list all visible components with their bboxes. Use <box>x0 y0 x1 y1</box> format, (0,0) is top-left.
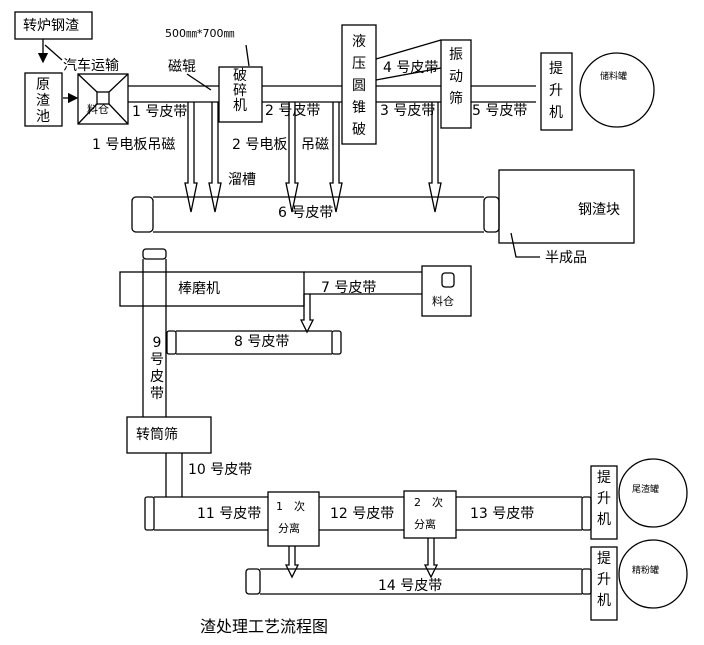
crusher-box <box>218 66 263 123</box>
steel-block-label: 钢渣块 <box>578 202 620 218</box>
hopper2-label: 料仓 <box>432 295 454 308</box>
elevator1-label: 提升机 <box>549 61 563 121</box>
belt-2-label: 2 号皮带 <box>265 103 321 119</box>
belt-7-label: 7 号皮带 <box>321 280 377 296</box>
storage-tank-label: 储料罐 <box>600 72 628 82</box>
tailings-tank <box>618 458 688 528</box>
belt-12-label: 12 号皮带 <box>330 506 395 522</box>
concentrate-tank <box>618 539 688 609</box>
diagram-title: 渣处理工艺流程图 <box>200 617 329 636</box>
source-box <box>14 11 93 40</box>
belt-6-roller-right <box>483 196 500 233</box>
hopper1 <box>77 73 129 125</box>
belt-1-label: 1 号皮带 <box>132 104 188 120</box>
steel-block-box <box>498 169 635 244</box>
elevator3-label: 提升机 <box>597 551 611 609</box>
magnetic-roller-label: 磁辊 <box>168 59 196 75</box>
drop-arrows <box>184 102 442 213</box>
separator1-label-a: 1 次 <box>276 500 305 513</box>
elevator1-box <box>540 52 573 131</box>
rod-mill-label: 棒磨机 <box>178 281 220 297</box>
belt-14-label: 14 号皮带 <box>378 578 443 594</box>
belt-6-roller-left <box>131 196 154 233</box>
separator1-box <box>267 491 320 547</box>
hopper2-box <box>421 265 472 317</box>
transport-label: 汽车运输 <box>63 58 119 74</box>
belt-13-label: 13 号皮带 <box>470 506 535 522</box>
plate-magnet1-label: 1 号电板吊磁 <box>92 137 176 153</box>
crusher-label: 破碎机 <box>233 68 247 114</box>
drum-screen-box <box>126 416 212 454</box>
belt-8-label: 8 号皮带 <box>234 334 290 350</box>
separator2-label-a: 2 次 <box>414 496 443 509</box>
storage-tank <box>579 52 655 128</box>
source-label: 转炉钢渣 <box>23 18 79 34</box>
raw-pool-label: 原渣池 <box>36 77 50 125</box>
elevator3-box <box>590 546 618 621</box>
magnet-suffix-label: 吊磁 <box>301 137 329 153</box>
raw-pool-box <box>24 72 63 127</box>
dimension-label: 500㎜*700㎜ <box>165 27 235 40</box>
transport-leader <box>44 44 63 61</box>
cone-crusher-box <box>341 24 377 145</box>
dimension-leader <box>245 44 250 67</box>
rod-mill-box <box>119 271 305 307</box>
chute-label: 溜槽 <box>228 172 256 188</box>
drum-screen-label: 转筒筛 <box>136 427 178 443</box>
cone-crusher-label: 液压圆锥破 <box>352 34 366 138</box>
vibrating-screen-label: 振动筛 <box>449 47 463 107</box>
belt-6-label: 6 号皮带 <box>278 205 334 221</box>
separator2-label-b: 分离 <box>414 518 436 531</box>
separator1-label-b: 分离 <box>278 522 300 535</box>
semi-product-leader <box>510 232 540 258</box>
semi-product-label: 半成品 <box>545 250 587 266</box>
concentrate-tank-label: 精粉罐 <box>632 566 660 576</box>
separator2-box <box>403 490 457 539</box>
belt-9-label: 9号皮带 <box>150 335 164 402</box>
plate-magnet2-label: 2 号电板 <box>232 137 288 153</box>
hopper1-label: 料仓 <box>87 103 109 116</box>
belt-4-label: 4 号皮带 <box>383 60 439 76</box>
magnetic-roller-leader <box>186 73 212 91</box>
tailings-tank-label: 尾渣罐 <box>632 485 660 495</box>
belt-11-label: 11 号皮带 <box>197 506 262 522</box>
vibrating-screen-box <box>440 39 472 129</box>
elevator2-box <box>590 465 618 540</box>
belt-3-label: 3 号皮带 <box>380 103 436 119</box>
belt-5-label: 5 号皮带 <box>472 103 528 119</box>
elevator2-label: 提升机 <box>597 470 611 528</box>
belt-10-label: 10 号皮带 <box>188 462 253 478</box>
